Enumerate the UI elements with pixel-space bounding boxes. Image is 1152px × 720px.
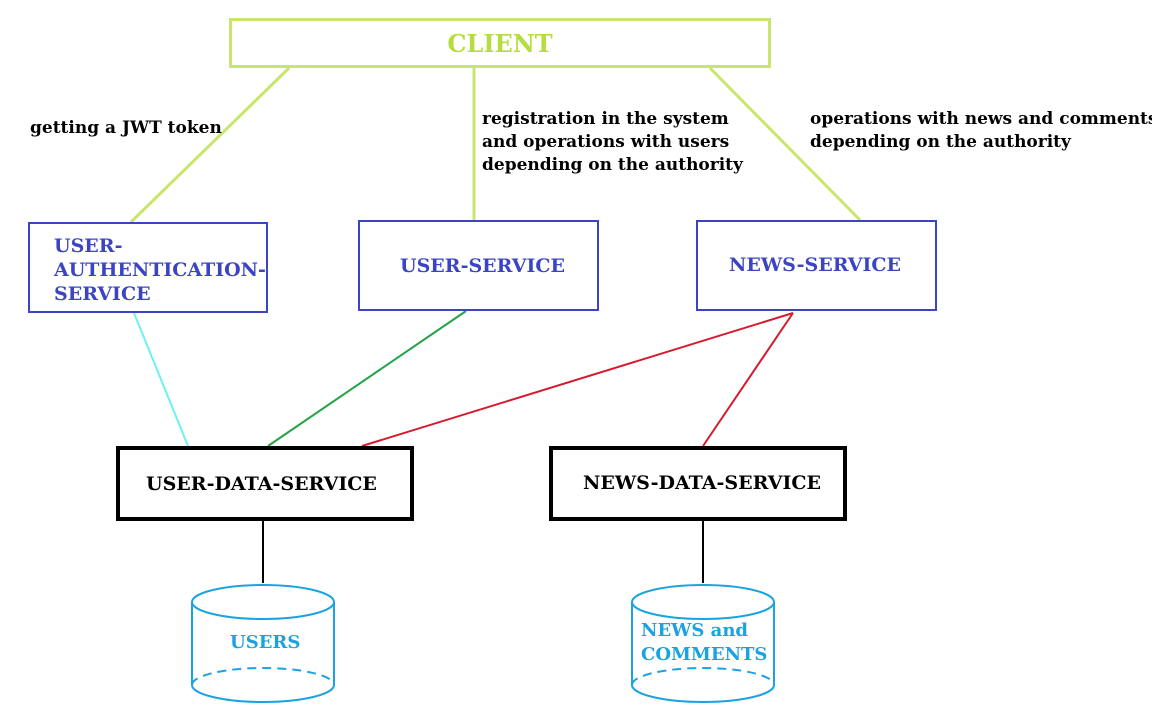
user-data-service-label: USER-DATA-SERVICE <box>146 473 377 495</box>
user-authentication-service-label: USER- AUTHENTICATION- SERVICE <box>54 235 266 305</box>
user-service-label: USER-SERVICE <box>400 255 565 277</box>
user-userdata-link <box>267 310 467 447</box>
client-auth-link <box>129 66 291 224</box>
user-authentication-service-box: USER- AUTHENTICATION- SERVICE <box>28 222 268 313</box>
client-news-link <box>708 66 862 222</box>
news-service-label: NEWS-SERVICE <box>729 254 902 276</box>
client-box: CLIENT <box>229 18 771 68</box>
news-data-service-label: NEWS-DATA-SERVICE <box>583 472 821 494</box>
auth-userdata-link <box>133 312 189 447</box>
news-service-box: NEWS-SERVICE <box>696 220 937 311</box>
news-data-service-box: NEWS-DATA-SERVICE <box>549 446 847 521</box>
registration-label: registration in the system and operation… <box>482 109 743 175</box>
news-operations-label: operations with news and comments depend… <box>810 109 1152 152</box>
news-newsdata-link <box>702 312 794 447</box>
news-userdata-link <box>361 312 794 447</box>
news-comments-database-label: NEWS and COMMENTS <box>641 620 768 665</box>
user-data-service-box: USER-DATA-SERVICE <box>116 446 414 521</box>
news-comments-database-icon <box>631 584 775 703</box>
user-service-box: USER-SERVICE <box>358 220 599 311</box>
client-label: CLIENT <box>447 28 553 58</box>
users-database-icon <box>191 584 335 703</box>
users-database-label: USERS <box>230 632 301 653</box>
jwt-token-label: getting a JWT token <box>30 118 222 138</box>
